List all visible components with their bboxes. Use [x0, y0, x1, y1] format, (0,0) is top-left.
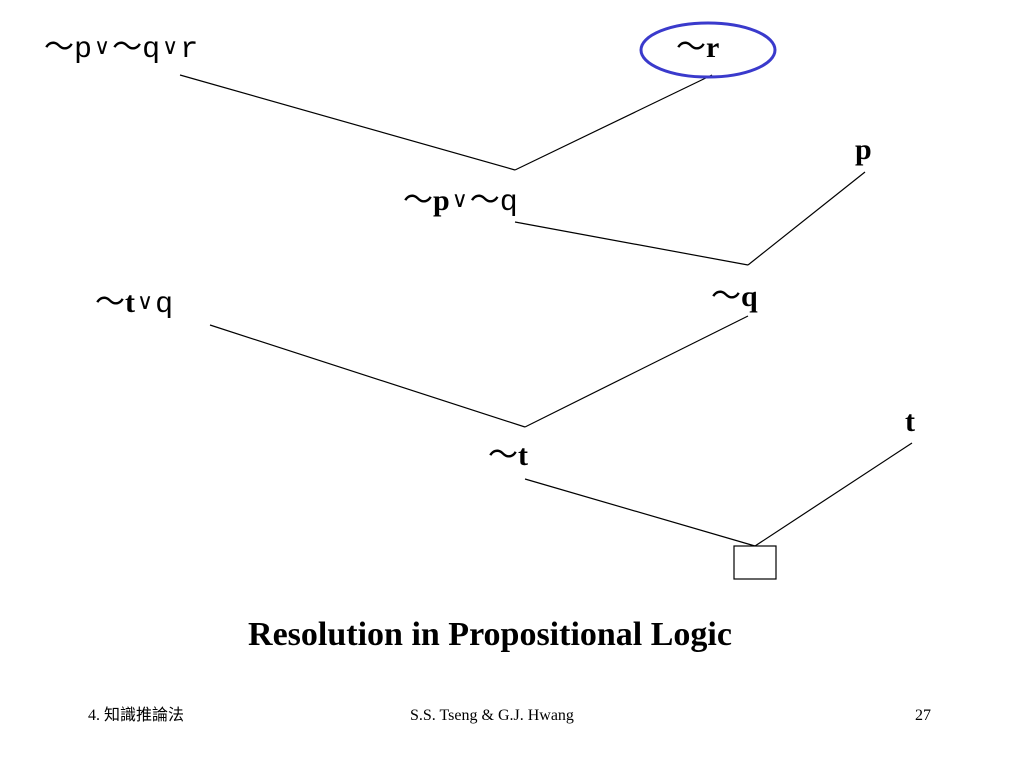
or-symbol: ∨ [451, 188, 468, 213]
clause-not-r: ～r [676, 33, 719, 63]
negation-symbol: ～ [95, 285, 125, 320]
clause-not-t: ～t [488, 441, 528, 471]
literal-p: p [433, 184, 450, 217]
literal-q: q [499, 186, 518, 220]
literal-p: p [855, 133, 872, 166]
literal-r: r [706, 31, 720, 64]
negation-symbol: ～ [403, 183, 433, 218]
literal-q: q [142, 33, 161, 67]
negation-symbol: ～ [44, 30, 74, 65]
negation-symbol: ～ [711, 279, 741, 314]
edge-c3-to-c5 [747, 171, 866, 266]
literal-t: t [518, 439, 528, 472]
clause-not-p-or-not-q: ～p∨～q [403, 183, 518, 220]
slide-title: Resolution in Propositional Logic [248, 616, 732, 653]
literal-p: p [74, 33, 93, 67]
edge-c6-to-c8 [209, 324, 526, 428]
literal-r: r [180, 33, 199, 67]
footer-page-number: 27 [915, 707, 931, 724]
clause-t: t [905, 407, 915, 437]
highlight-circle [639, 21, 777, 79]
edge-c2-to-c4 [514, 74, 713, 171]
literal-t: t [125, 286, 135, 319]
empty-clause-box [733, 545, 777, 580]
negation-symbol: ～ [469, 183, 500, 218]
clause-p: p [855, 135, 872, 165]
edge-c4-to-c5 [514, 221, 749, 266]
edge-c5-to-c8 [524, 315, 749, 428]
literal-q: q [741, 280, 758, 313]
or-symbol: ∨ [162, 35, 179, 60]
literal-t: t [905, 405, 915, 438]
negation-symbol: ～ [488, 438, 518, 473]
negation-symbol: ～ [112, 30, 143, 65]
footer-authors: S.S. Tseng & G.J. Hwang [410, 707, 574, 724]
edge-c1-to-c4 [179, 74, 516, 171]
clause-not-t-or-q: ～t∨q [95, 285, 174, 322]
footer-chapter: 4. 知識推論法 [88, 707, 185, 724]
or-symbol: ∨ [137, 290, 154, 315]
edge-c8-to-empty [524, 478, 756, 547]
clause-not-p-or-not-q-or-r: ～p∨～q∨r [44, 30, 199, 67]
literal-q: q [155, 288, 174, 322]
edge-c7-to-empty [754, 442, 913, 547]
clause-not-q: ～q [711, 282, 758, 312]
negation-symbol: ～ [676, 30, 706, 65]
or-symbol: ∨ [94, 35, 111, 60]
